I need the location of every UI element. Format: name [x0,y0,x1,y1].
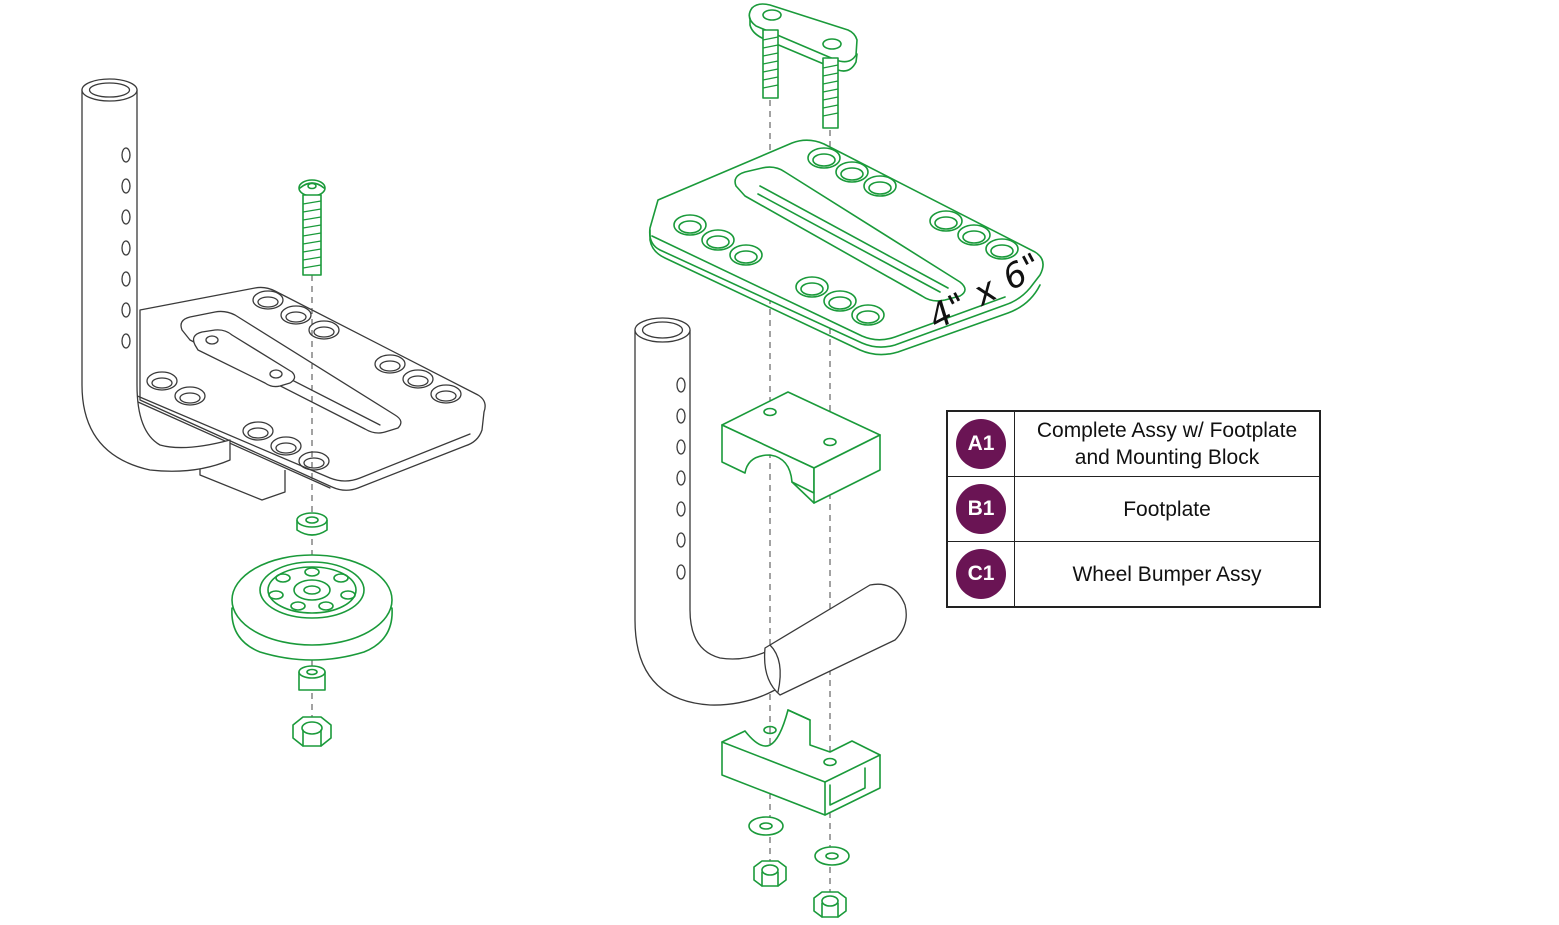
legend-row: A1 Complete Assy w/ Footplate and Mounti… [946,410,1321,477]
left-nut [292,716,332,747]
wheel-bumper [231,554,393,661]
part-id-badge: B1 [956,484,1006,534]
right-washer-1 [748,816,784,836]
right-nut-2 [813,891,847,918]
part-description: Complete Assy w/ Footplate and Mounting … [1014,410,1321,477]
right-assembly [634,3,1044,918]
clamp-plate [748,3,858,72]
right-bolt-1 [762,29,779,99]
parts-legend: A1 Complete Assy w/ Footplate and Mounti… [946,410,1321,608]
right-nut-1 [753,860,787,887]
part-id-badge: C1 [956,549,1006,599]
lower-mounting-block [721,709,881,816]
left-bolt [298,179,326,276]
legend-row: C1 Wheel Bumper Assy [946,541,1321,608]
upper-mounting-block [721,391,881,504]
right-washer-2 [814,846,850,866]
right-footplate [648,139,1044,356]
legend-row: B1 Footplate [946,476,1321,542]
part-id-badge: A1 [956,419,1006,469]
part-description: Footplate [1014,476,1321,542]
left-footplate [134,286,486,501]
part-description: Wheel Bumper Assy [1014,541,1321,608]
right-tube [634,317,907,706]
left-lower-spacer [298,665,326,691]
left-spacer [296,512,328,536]
left-tube [81,78,231,472]
left-assembly [81,78,486,747]
right-bolt-2 [822,57,839,129]
